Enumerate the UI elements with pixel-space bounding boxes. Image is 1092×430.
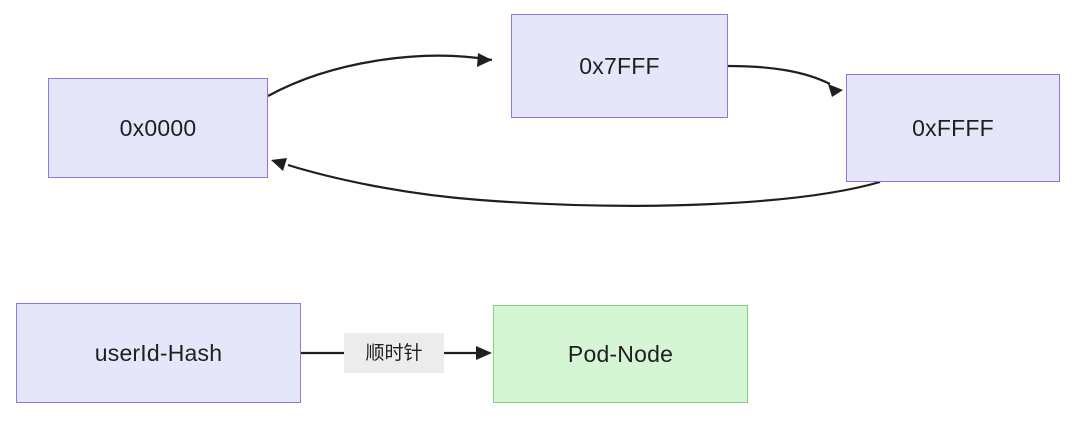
edge-userid-to-pod-arrowhead — [476, 346, 492, 360]
edge-userid-to-pod — [301, 346, 492, 360]
edge-zero-to-mid-path — [267, 54, 493, 97]
node-hash-range-start-label: 0x0000 — [119, 114, 197, 141]
node-hash-range-start[interactable]: 0x0000 — [48, 78, 268, 178]
node-hash-range-end-label: 0xFFFF — [912, 114, 994, 141]
node-userid-hash-label: userId-Hash — [94, 339, 223, 366]
edge-max-to-zero-path — [287, 163, 881, 207]
edge-mid-to-max-path — [727, 64, 831, 85]
node-pod-node[interactable]: Pod-Node — [493, 305, 748, 403]
node-hash-range-mid[interactable]: 0x7FFF — [511, 14, 728, 118]
edge-max-to-zero-arrowhead — [271, 158, 287, 171]
edge-zero-to-mid — [267, 53, 493, 97]
node-hash-range-mid-label: 0x7FFF — [579, 52, 660, 79]
edge-label-clockwise: 顺时针 — [344, 333, 444, 373]
node-userid-hash[interactable]: userId-Hash — [16, 303, 301, 403]
edge-max-to-zero — [271, 158, 881, 207]
node-hash-range-end[interactable]: 0xFFFF — [846, 74, 1060, 182]
node-pod-node-label: Pod-Node — [567, 340, 674, 367]
edge-label-clockwise-text: 顺时针 — [365, 342, 423, 364]
edge-zero-to-mid-arrowhead — [477, 53, 492, 67]
edge-mid-to-max — [727, 64, 843, 97]
edge-mid-to-max-arrowhead — [828, 84, 843, 97]
